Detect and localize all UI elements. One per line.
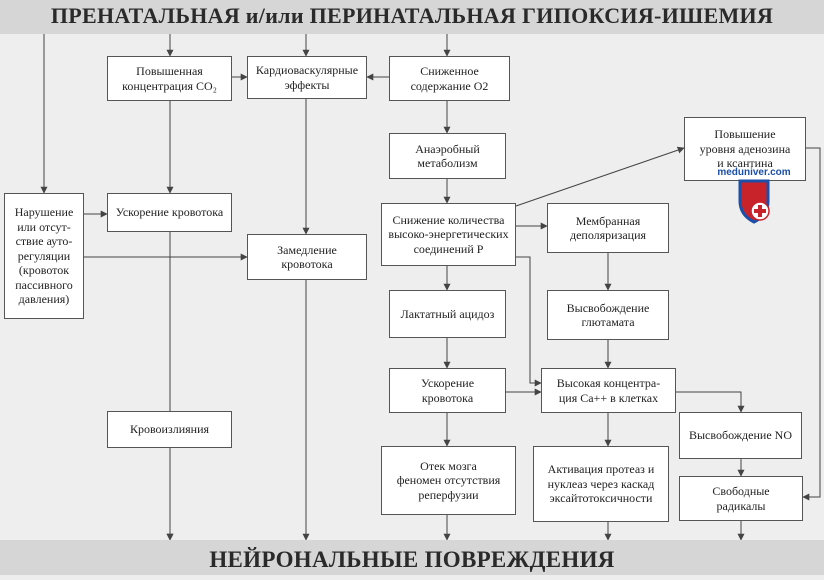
node-anaerobic: Анаэробный метаболизм (389, 133, 506, 179)
node-free-radicals: Свободные радикалы (679, 476, 803, 521)
arrow-highenergy-to-adenosine (515, 146, 685, 207)
node-co2: Повышенная концентрация CO₂ (107, 56, 232, 101)
node-depolarization: Мембранная деполяризация (547, 203, 669, 253)
node-glutamate: Высвобождение глютамата (547, 290, 669, 340)
node-cardio-effects: Кардиоваскулярные эффекты (247, 56, 367, 99)
arrow-highenergy-to-calcium (516, 256, 542, 387)
node-flow-decrease: Замедление кровотока (247, 234, 367, 280)
shield-cross-icon (738, 179, 770, 224)
node-reduced-o2: Сниженное содержание O2 (389, 56, 510, 101)
node-flow-increase-left: Ускорение кровотока (107, 193, 232, 232)
node-no-release: Высвобождение NO (679, 412, 802, 459)
diagram-footer: НЕЙРОНАЛЬНЫЕ ПОВРЕЖДЕНИЯ (0, 540, 824, 575)
meduniver-logo: meduniver.com (716, 167, 792, 225)
diagram-title: ПРЕНАТАЛЬНАЯ и/или ПЕРИНАТАЛЬНАЯ ГИПОКСИ… (0, 0, 824, 34)
node-autoregulation: Нарушение или отсут- ствие ауто- регуляц… (4, 193, 84, 319)
node-brain-edema: Отек мозга феномен отсутствия реперфузии (381, 446, 516, 515)
node-hemorrhage: Кровоизлияния (107, 411, 232, 448)
watermark-text: meduniver.com (717, 167, 791, 178)
node-calcium: Высокая концентра- ция Ca++ в клетках (541, 368, 676, 413)
node-lactate: Лактатный ацидоз (389, 290, 506, 338)
node-protease: Активация протеаз и нуклеаз через каскад… (533, 446, 669, 522)
node-flow-increase-mid: Ускорение кровотока (389, 368, 506, 413)
arrow-calcium-to-no (676, 391, 745, 413)
node-high-energy: Снижение количества высоко-энергетически… (381, 203, 516, 266)
arrow-adenosine-to-radicals (802, 147, 821, 501)
